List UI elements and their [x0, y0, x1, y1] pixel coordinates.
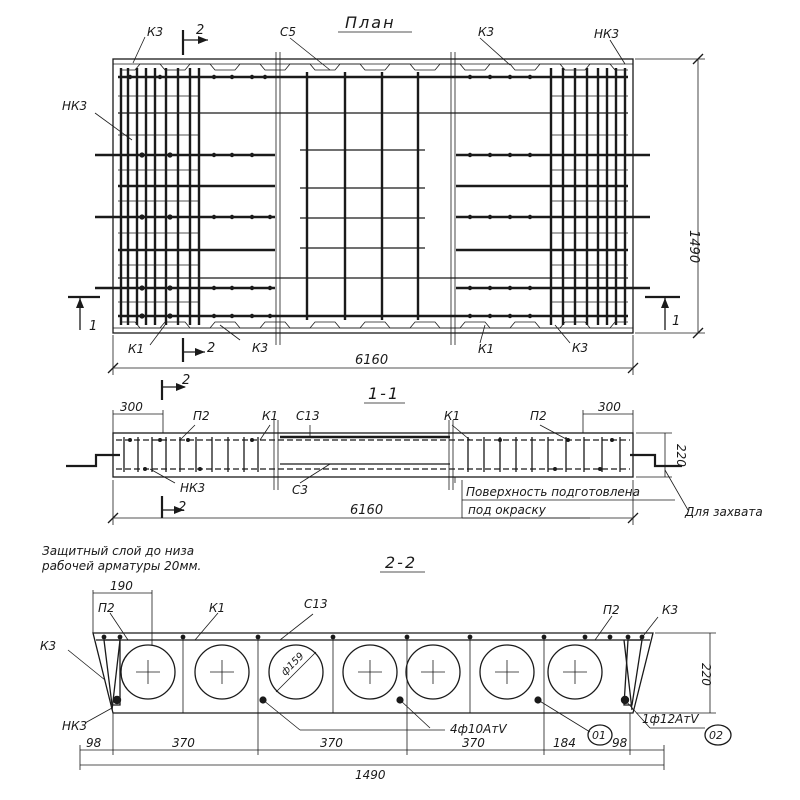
section11-label-c13: С13 — [296, 409, 320, 423]
section22-total-width: 1490 — [355, 768, 386, 782]
section22-side-rebar: 1ф12АтV — [642, 712, 699, 726]
plan-label-k3-bottom-left: К3 — [252, 341, 268, 355]
plan-key-profile-bottom — [120, 321, 628, 329]
section11-label-p2-left: П2 — [193, 409, 210, 423]
section22-dim-98-right: 98 — [612, 736, 628, 750]
plan-mesh-c5 — [300, 72, 425, 320]
section22-label-k3-right: К3 — [662, 603, 678, 617]
note-surface-line2: под окраску — [468, 503, 547, 517]
section11-leaders — [149, 424, 569, 484]
section-1-1: 1-1 2 2 — [66, 373, 763, 525]
plan-longitudinal-bars — [118, 75, 628, 318]
section11-label-nk3: НК3 — [180, 481, 205, 495]
cut-2-label-bottom: 2 — [207, 341, 215, 356]
plan-slab-outline — [112, 58, 634, 334]
plan-label-k3-top-right: К3 — [478, 25, 494, 39]
plan-bar-dots — [127, 74, 533, 319]
section22-dim-98-left: 98 — [86, 736, 102, 750]
plan-label-c5: С5 — [280, 25, 296, 39]
section-11-title: 1-1 — [368, 384, 400, 403]
section11-label-p2-right: П2 — [530, 409, 547, 423]
section11-cut2-top: 2 — [182, 373, 190, 388]
rebar-tag-02 — [704, 724, 732, 746]
section22-leaders — [67, 612, 705, 733]
section11-stirrups-right — [467, 437, 621, 472]
plan-cage-right — [549, 68, 628, 325]
section22-outline — [92, 632, 654, 714]
cut-2-label-top: 2 — [196, 23, 204, 38]
plan-dim-length: 6160 — [107, 335, 639, 375]
section22-label-k1: К1 — [209, 601, 225, 615]
section11-dots — [128, 438, 614, 471]
section11-label-k1-left: К1 — [262, 409, 278, 423]
plan-cut-2: 2 2 — [181, 23, 215, 362]
section11-cut2-bottom: 2 — [178, 500, 186, 515]
section22-dim-370-c: 370 — [462, 736, 485, 750]
section11-stirrups-left — [123, 437, 259, 472]
rebar-tag-02-text: 02 — [709, 729, 723, 742]
section22-label-k3-left: К3 — [40, 639, 56, 653]
section11-edge-right: 300 — [598, 400, 621, 414]
plan-label-k3-top-left: К3 — [147, 25, 163, 39]
plan-leaders — [94, 36, 626, 346]
note-cover-line2: рабочей арматуры 20мм. — [41, 559, 201, 573]
section11-grip-right — [630, 453, 682, 468]
plan-cage-left — [118, 68, 201, 325]
section22-label-p2-left: П2 — [98, 601, 115, 615]
section11-label-k1-right: К1 — [444, 409, 460, 423]
section22-dim-184: 184 — [553, 736, 576, 750]
section22-height: 220 — [699, 663, 713, 686]
section11-length: 6160 — [350, 503, 383, 518]
section22-cage-right — [623, 639, 643, 706]
plan-cut-1: 1 1 — [68, 295, 680, 334]
rebar-tag-01-text: 01 — [592, 729, 606, 742]
section11-edge-left: 300 — [120, 400, 143, 414]
section22-dim-chain — [79, 713, 665, 770]
section22-dim-370-b: 370 — [320, 736, 343, 750]
section22-main-rebar: 4ф10АтV — [450, 722, 507, 736]
section22-label-nk3: НК3 — [62, 719, 87, 733]
section22-hollow-cores — [120, 644, 603, 700]
section22-dim-370-a: 370 — [172, 736, 195, 750]
section11-height: 220 — [674, 444, 688, 467]
section11-grip-left — [66, 453, 120, 468]
section22-cage-left — [103, 639, 121, 706]
note-grip: Для захвата — [684, 505, 763, 519]
rebar-tag-01 — [587, 724, 613, 746]
note-cover-line1: Защитный слой до низа — [42, 544, 194, 558]
plan-title: План — [345, 13, 396, 32]
plan-length-value: 6160 — [355, 353, 388, 368]
section22-dim-190: 190 — [110, 579, 133, 593]
note-surface-line1: Поверхность подготовлена — [466, 485, 640, 499]
plan-label-nk3-right: НК3 — [594, 27, 619, 41]
cut-1-label-left: 1 — [89, 319, 97, 334]
section22-label-c13: С13 — [304, 597, 328, 611]
section11-label-c3: С3 — [292, 483, 308, 497]
section-2-2: 2-2 — [40, 553, 732, 782]
plan-label-k1-left: К1 — [128, 342, 144, 356]
plan-label-k3-bottom-right: К3 — [572, 341, 588, 355]
section-22-title: 2-2 — [385, 553, 417, 572]
cut-1-label-right: 1 — [672, 314, 680, 329]
plan-width-value: 1490 — [686, 230, 701, 263]
plan-dim-width: 1490 — [635, 53, 705, 339]
section22-label-p2-right: П2 — [603, 603, 620, 617]
section22-hole-diameter: ф159 — [279, 651, 306, 678]
plan-view: План — [62, 13, 705, 375]
plan-key-profile-top — [120, 63, 628, 71]
plan-label-k1-right: К1 — [478, 342, 494, 356]
plan-label-nk3-left: НК3 — [62, 99, 87, 113]
